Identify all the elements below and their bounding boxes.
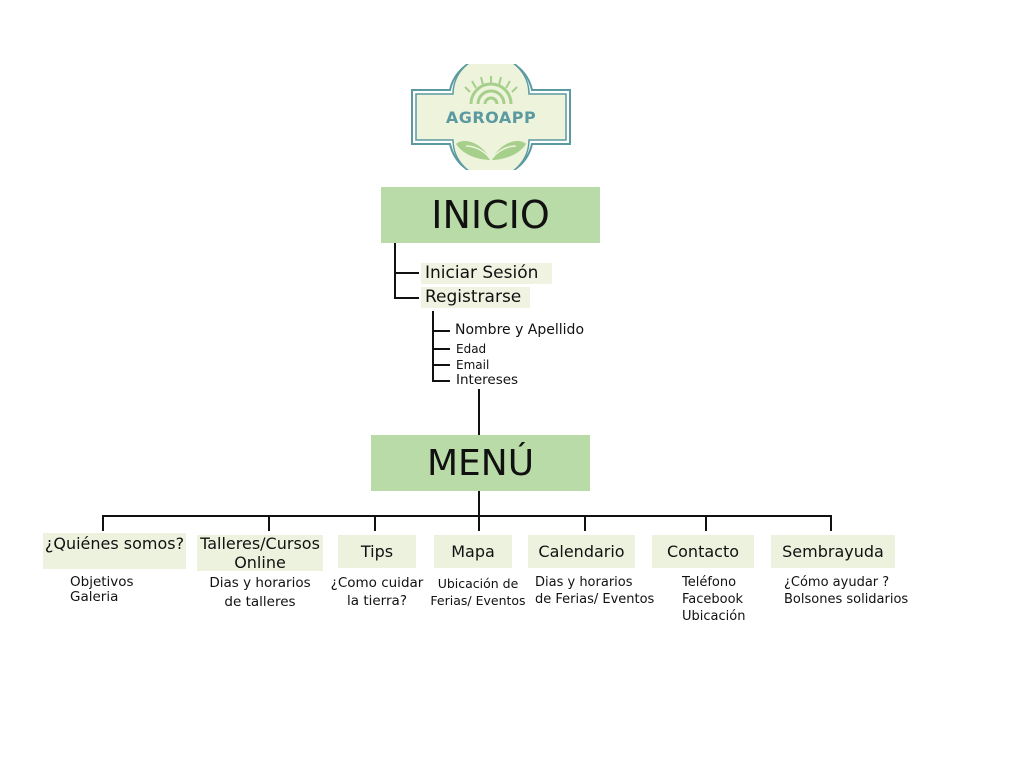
detail-line: Ubicación de: [437, 576, 519, 591]
detail-line: Ferias/ Eventos: [430, 593, 526, 608]
menu-branch: [705, 515, 707, 531]
category-calendario: Calendario: [528, 535, 635, 568]
iniciar-sesion-option: Iniciar Sesión: [421, 263, 552, 284]
leaf-sun-logo-icon: [411, 55, 571, 179]
category-label: Mapa: [451, 542, 495, 561]
detail-line: ¿Como cuidar: [330, 575, 424, 591]
category-mapa: Mapa: [434, 535, 512, 568]
field-intereses: Intereses: [456, 372, 519, 388]
menu-branch: [584, 515, 586, 531]
field-edad: Edad: [456, 342, 487, 356]
fields-connector: [432, 330, 450, 332]
category-talleres: Talleres/Cursos Online: [197, 534, 323, 572]
menu-branch: [830, 515, 832, 531]
detail-line: Bolsones solidarios: [784, 592, 909, 607]
detail-contacto: Teléfono Facebook Ubicación: [682, 574, 745, 625]
inicio-box: INICIO: [381, 187, 600, 243]
category-sembrayuda: Sembrayuda: [771, 535, 895, 568]
detail-calendario: Dias y horarios de Ferias/ Eventos: [535, 574, 654, 608]
field-nombre: Nombre y Apellido: [455, 322, 585, 338]
detail-line: Teléfono: [682, 575, 737, 590]
detail-line: la tierra?: [347, 593, 407, 609]
agroapp-logo: AGROAPP: [410, 55, 572, 179]
detail-line: ¿Cómo ayudar ?: [784, 575, 890, 590]
category-contacto: Contacto: [652, 535, 754, 568]
menu-branch: [478, 515, 480, 531]
detail-line: Objetivos: [70, 574, 134, 590]
menu-branch: [102, 515, 104, 531]
registrarse-option: Registrarse: [421, 287, 530, 308]
fields-connector: [432, 364, 450, 366]
detail-sembrayuda: ¿Cómo ayudar ? Bolsones solidarios: [784, 574, 908, 608]
category-label: Tips: [360, 542, 394, 561]
menu-box: MENÚ: [371, 435, 590, 491]
category-label: Calendario: [538, 542, 625, 561]
category-label-line: Talleres/Cursos: [200, 534, 320, 553]
fields-connector: [432, 348, 450, 350]
detail-line: Facebook: [682, 592, 744, 607]
menu-connector: [478, 491, 480, 516]
menu-branch: [268, 515, 270, 531]
detail-line: de Ferias/ Eventos: [535, 592, 655, 607]
menu-branch: [374, 515, 376, 531]
fields-connector: [432, 311, 434, 382]
detail-line: Galeria: [70, 589, 119, 605]
detail-quienes-somos: Objetivos Galeria: [70, 574, 134, 606]
detail-line: Dias y horarios: [535, 575, 633, 590]
detail-tips: ¿Como cuidar la tierra?: [326, 574, 428, 610]
logo-text: AGROAPP: [445, 108, 537, 127]
detail-line: Ubicación: [682, 609, 746, 624]
category-label-line: Online: [234, 553, 286, 572]
category-label: Contacto: [666, 542, 740, 561]
detail-line: de talleres: [224, 594, 296, 610]
menu-title: MENÚ: [426, 442, 535, 484]
inicio-menu-connector: [478, 389, 480, 435]
detail-talleres: Dias y horarios de talleres: [200, 574, 320, 612]
category-tips: Tips: [338, 535, 416, 568]
field-email: Email: [456, 358, 490, 372]
inicio-connector: [394, 243, 396, 299]
category-quienes-somos: ¿Quiénes somos?: [43, 533, 186, 569]
category-label: Sembrayuda: [782, 542, 884, 561]
menu-horizontal-line: [102, 515, 832, 517]
fields-connector: [432, 380, 450, 382]
detail-mapa: Ubicación de Ferias/ Eventos: [426, 575, 530, 609]
category-label: ¿Quiénes somos?: [44, 534, 185, 553]
detail-line: Dias y horarios: [209, 575, 311, 591]
inicio-title: INICIO: [431, 193, 550, 237]
inicio-connector: [394, 272, 419, 274]
inicio-connector: [394, 297, 419, 299]
